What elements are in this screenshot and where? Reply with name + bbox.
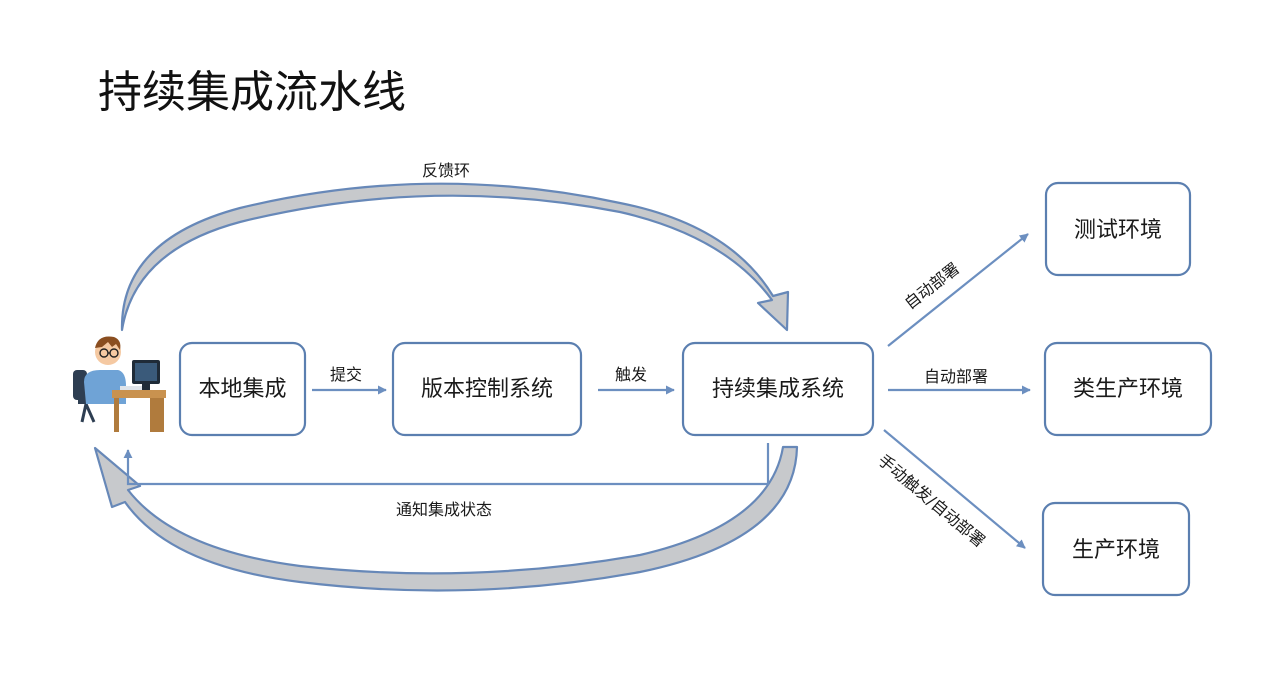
notify-status-label: 通知集成状态	[396, 500, 492, 519]
node-local-integration: 本地集成	[178, 341, 307, 437]
node-prod-env: 生产环境	[1041, 501, 1191, 597]
auto-deploy-test-label: 自动部署	[901, 259, 963, 313]
auto-deploy-test-arrow	[887, 233, 1029, 347]
node-version-control: 版本控制系统	[391, 341, 583, 437]
node-version-control-label: 版本控制系统	[421, 377, 553, 402]
node-staging-env: 类生产环境	[1043, 341, 1213, 437]
trigger-label: 触发	[615, 365, 647, 384]
node-prod-env-label: 生产环境	[1072, 538, 1160, 563]
auto-deploy-staging-label: 自动部署	[924, 367, 988, 386]
node-test-env-label: 测试环境	[1074, 218, 1162, 243]
feedback-loop-label: 反馈环	[422, 161, 470, 180]
bottom-feedback-loop-arrow	[93, 445, 799, 592]
node-local-integration-label: 本地集成	[198, 377, 286, 402]
node-ci-system: 持续集成系统	[681, 341, 875, 437]
node-test-env: 测试环境	[1044, 181, 1192, 277]
node-ci-system-label: 持续集成系统	[712, 377, 844, 402]
node-staging-env-label: 类生产环境	[1073, 377, 1183, 402]
commit-label: 提交	[330, 365, 362, 384]
feedback-loop-arrow	[120, 182, 790, 332]
notify-status-arrow	[123, 443, 770, 486]
deploy-prod-label: 手动触发/自动部署	[874, 451, 988, 551]
page-title: 持续集成流水线	[98, 67, 406, 118]
deploy-prod-arrow	[883, 429, 1026, 549]
developer-icon	[73, 336, 166, 432]
